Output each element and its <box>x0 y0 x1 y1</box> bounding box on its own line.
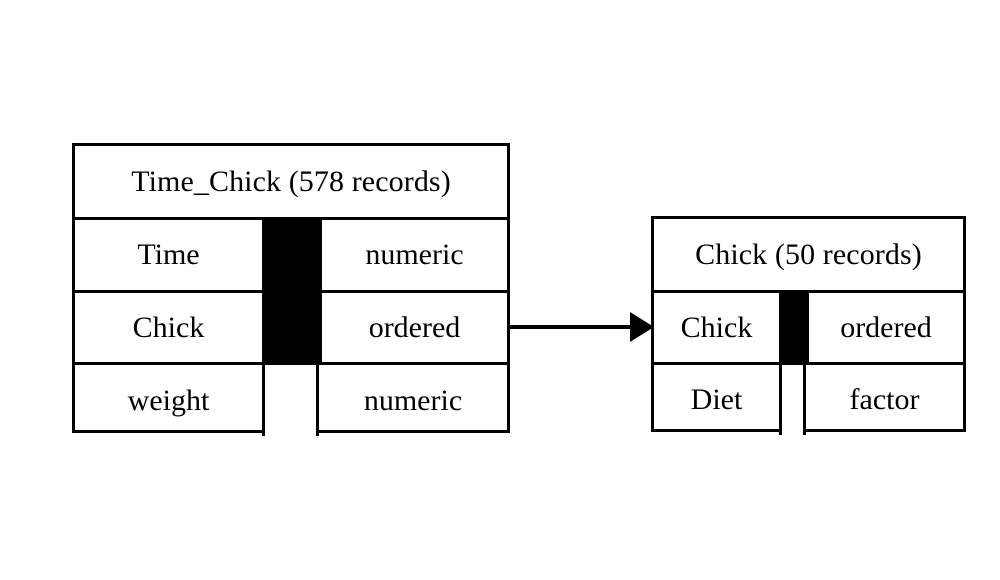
field-type-cell: numeric <box>365 238 464 271</box>
field-key-marker <box>265 220 322 293</box>
field-type-cell: factor <box>849 383 920 416</box>
field-name-cell: Chick <box>75 293 265 362</box>
entity-field-row[interactable]: weight numeric <box>75 365 507 436</box>
field-type-cell: ordered <box>840 310 932 344</box>
entity-field-row[interactable]: Chick ordered <box>654 293 963 365</box>
field-type-cell: ordered <box>368 310 461 344</box>
entity-field-list-time-chick: Time numeric Chick ordered weight numeri… <box>75 220 507 436</box>
entity-field-row[interactable]: Chick ordered <box>75 293 507 365</box>
entity-table-title-chick: Chick (50 records) <box>654 219 963 293</box>
field-name-cell: weight <box>75 365 265 436</box>
link-arrowhead-icon <box>630 312 654 342</box>
field-key-marker <box>782 365 806 435</box>
field-name-cell: Chick <box>654 293 782 362</box>
entity-table-time-chick[interactable]: Time_Chick (578 records) Time numeric Ch… <box>72 143 510 436</box>
field-type-cell: numeric <box>363 383 463 417</box>
entity-table-chick[interactable]: Chick (50 records) Chick ordered Diet fa… <box>651 216 966 435</box>
entity-field-row[interactable]: Time numeric <box>75 220 507 293</box>
field-key-marker <box>265 365 319 436</box>
field-key-marker <box>265 293 322 362</box>
entity-field-row[interactable]: Diet factor <box>654 365 963 435</box>
entity-field-list-chick: Chick ordered Diet factor <box>654 293 963 435</box>
field-name-cell: Time <box>75 220 265 290</box>
field-key-marker <box>782 293 809 362</box>
entity-table-title-time-chick: Time_Chick (578 records) <box>75 146 507 220</box>
field-name-cell: Diet <box>654 365 782 435</box>
link-arrow-time-chick-to-chick[interactable] <box>508 306 654 348</box>
